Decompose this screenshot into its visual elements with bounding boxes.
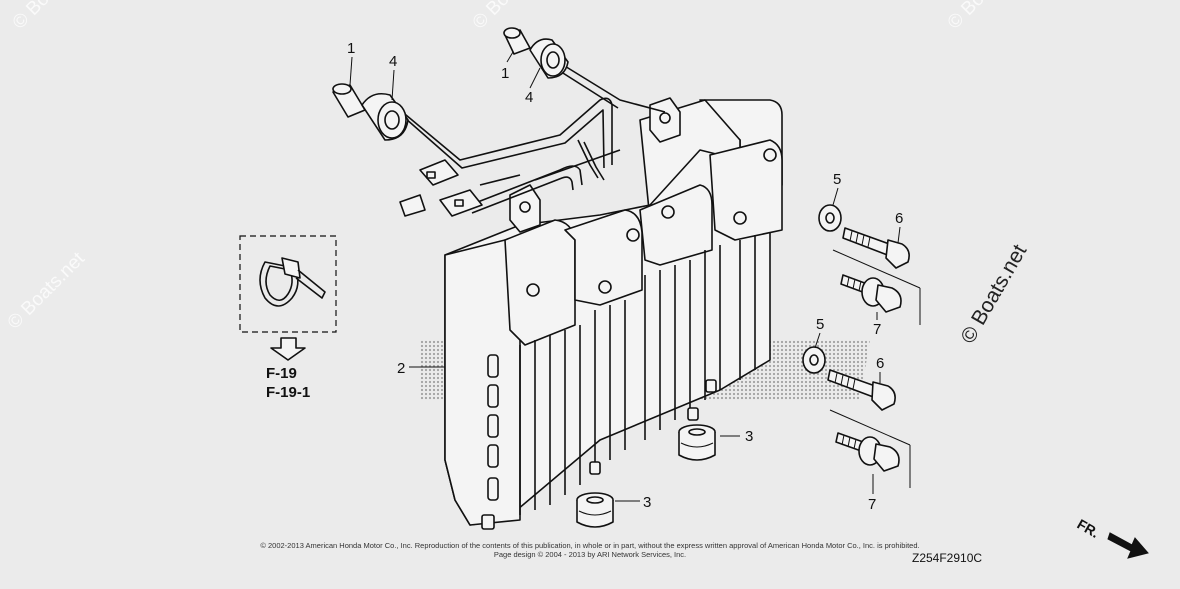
footer: © 2002-2013 American Honda Motor Co., In… (260, 541, 982, 565)
wire-harness (399, 59, 666, 214)
cable-tie-inset (239, 235, 337, 333)
callout-4-right[interactable]: 4 (525, 89, 533, 106)
callout-4-left[interactable]: 4 (389, 53, 397, 70)
svg-text:© Boats.net: © Boats.net (944, 0, 1030, 34)
rubber-mount-left (576, 492, 614, 528)
bolt-washer-upper (840, 274, 902, 313)
copyright-line-1: © 2002-2013 American Honda Motor Co., In… (260, 541, 919, 550)
callout-3-left[interactable]: 3 (643, 494, 651, 511)
bolt-lower (827, 369, 896, 411)
washer-upper (818, 204, 842, 232)
watermark-main: © Boats.net (956, 241, 1031, 348)
svg-text:© Boats.net: © Boats.net (4, 248, 90, 334)
svg-text:© Boats.net: © Boats.net (9, 0, 95, 34)
fr-label: FR. (1075, 516, 1103, 541)
reference-labels: F-19 F-19-1 (266, 365, 310, 401)
collar-right (503, 27, 531, 55)
collar-left (332, 83, 366, 118)
washer-lower (802, 346, 826, 374)
callout-7-upper[interactable]: 7 (873, 321, 881, 338)
reference-f19[interactable]: F-19 (266, 365, 297, 382)
callout-7-lower[interactable]: 7 (868, 496, 876, 513)
callout-labels: 1 4 1 4 5 6 7 2 5 6 3 3 7 (347, 40, 903, 513)
bolt-washer-lower (835, 432, 900, 472)
bolt-upper (842, 227, 910, 269)
connector-lower (439, 189, 483, 217)
rubber-mount-right (678, 424, 716, 461)
connector-upper (399, 159, 459, 217)
callout-6-lower[interactable]: 6 (876, 355, 884, 372)
ignition-module-body (444, 97, 783, 530)
callout-1-left[interactable]: 1 (347, 40, 355, 57)
grommet-left (361, 92, 409, 141)
reference-f19-1[interactable]: F-19-1 (266, 384, 310, 401)
callout-6-upper[interactable]: 6 (895, 210, 903, 227)
callout-5-upper[interactable]: 5 (833, 171, 841, 188)
callout-5-lower[interactable]: 5 (816, 316, 824, 333)
grommet-right (529, 38, 569, 79)
callout-2[interactable]: 2 (397, 360, 405, 377)
leader-lines (349, 51, 921, 502)
callout-1-right[interactable]: 1 (501, 65, 509, 82)
front-direction-indicator: FR. (1075, 516, 1149, 559)
callout-3-right[interactable]: 3 (745, 428, 753, 445)
diagram-code: Z254F2910C (912, 551, 982, 565)
copyright-line-2: Page design © 2004 - 2013 by ARI Network… (494, 550, 686, 559)
fr-arrow-icon (1107, 532, 1149, 559)
reference-arrow (270, 337, 306, 361)
